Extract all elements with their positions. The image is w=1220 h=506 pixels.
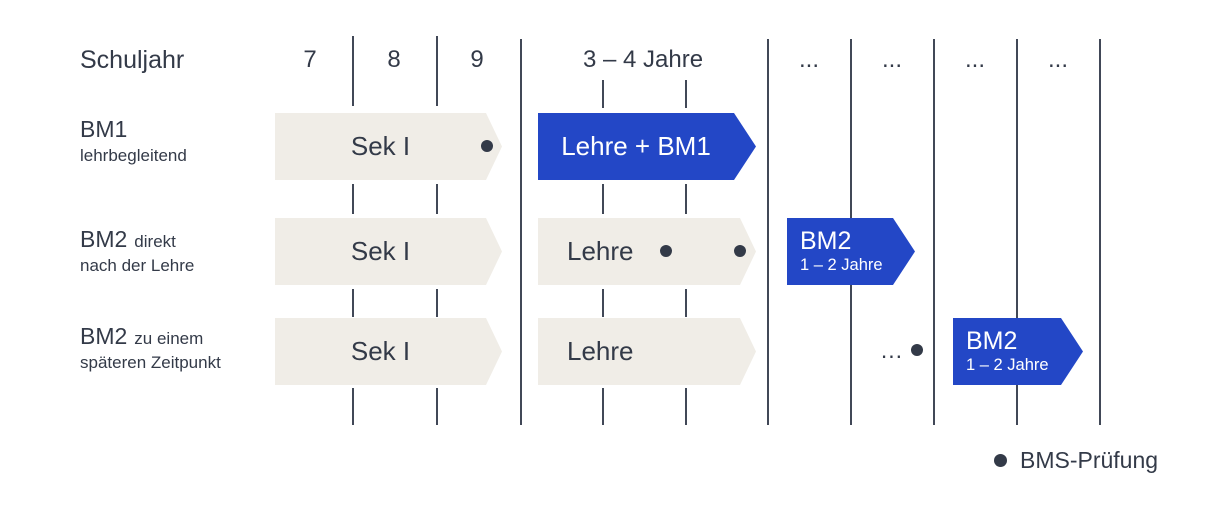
lehre-bm1-arrow-label: Lehre + BM1: [561, 131, 711, 161]
legend: BMS-Prüfung: [994, 447, 1158, 474]
bms-pruefung-dot: [734, 245, 746, 257]
bm2-arrow-row3: BM2 1 – 2 Jahre: [953, 318, 1083, 385]
grid-tick: [685, 184, 687, 214]
row-title: BM2: [80, 226, 128, 252]
sek1-arrow-label: Sek I: [350, 236, 411, 266]
grid-tick: [352, 184, 354, 214]
bm2-arrow-title: BM2: [800, 227, 852, 255]
grid-tick: [685, 289, 687, 317]
sek1-arrow-row3: Sek I: [275, 318, 502, 385]
grid-tick: [602, 80, 604, 108]
grid-line: [933, 39, 935, 425]
header-year-9: 9: [470, 46, 484, 73]
legend-label: BMS-Prüfung: [1020, 447, 1159, 473]
grid-line: [767, 39, 769, 425]
grid-tick: [685, 388, 687, 425]
bms-pruefung-dot: [911, 344, 923, 356]
header-year-7: 7: [303, 46, 317, 73]
sek1-arrow-label: Sek I: [350, 336, 411, 366]
row-title-suffix: zu einem: [134, 329, 204, 348]
header-axis-label: Schuljahr: [80, 46, 185, 74]
row-subtitle: späteren Zeitpunkt: [80, 353, 221, 372]
sek1-arrow-row2: Sek I: [275, 218, 502, 285]
grid-tick: [602, 289, 604, 317]
lehre-arrow-label: Lehre: [567, 336, 634, 366]
bm2-arrow-title: BM2: [966, 327, 1018, 355]
bm2-arrow-row2: BM2 1 – 2 Jahre: [787, 218, 915, 285]
grid-line: [1099, 39, 1101, 425]
grid-tick: [602, 388, 604, 425]
row-title: BM2: [80, 323, 128, 349]
sek1-arrow-label: Sek I: [350, 131, 411, 161]
grid-tick: [436, 36, 438, 106]
grid-tick: [436, 388, 438, 425]
row3-ellipsis: ...: [880, 337, 903, 363]
header-ellipsis: ...: [964, 46, 986, 73]
header-year-8: 8: [387, 46, 401, 73]
bm2-arrow-duration: 1 – 2 Jahre: [966, 356, 1049, 374]
sek1-arrow-row1: Sek I: [275, 113, 502, 180]
grid-tick: [602, 184, 604, 214]
bms-pruefung-dot: [660, 245, 672, 257]
grid-tick: [436, 184, 438, 214]
grid-tick: [685, 80, 687, 108]
row-title-suffix: direkt: [134, 232, 176, 251]
grid-tick: [352, 289, 354, 317]
row-title: BM1: [80, 116, 128, 142]
row-subtitle: lehrbegleitend: [80, 146, 187, 165]
lehre-arrow-label: Lehre: [567, 236, 634, 266]
row-subtitle: nach der Lehre: [80, 256, 195, 275]
grid-tick: [352, 36, 354, 106]
row-label-bm2-direkt: BM2 direkt nach der Lehre: [80, 226, 194, 276]
lehre-arrow-row2: Lehre: [538, 218, 756, 285]
grid-tick: [352, 388, 354, 425]
header-duration-label: 3 – 4 Jahre: [582, 46, 704, 73]
grid-line: [1016, 39, 1018, 425]
bms-pruefung-legend-dot: [994, 454, 1007, 467]
grid-line: [520, 39, 522, 425]
bms-pruefung-dot: [481, 140, 493, 152]
lehre-bm1-arrow: Lehre + BM1: [538, 113, 756, 180]
lehre-arrow-row3: Lehre: [538, 318, 756, 385]
row-label-bm1: BM1 lehrbegleitend: [80, 116, 187, 166]
bm2-arrow-duration: 1 – 2 Jahre: [800, 256, 883, 274]
header-ellipsis: ...: [798, 46, 820, 73]
header-ellipsis: ...: [1047, 46, 1069, 73]
grid-tick: [436, 289, 438, 317]
header-ellipsis: ...: [881, 46, 903, 73]
row-label-bm2-spaeter: BM2 zu einem späteren Zeitpunkt: [80, 323, 221, 373]
